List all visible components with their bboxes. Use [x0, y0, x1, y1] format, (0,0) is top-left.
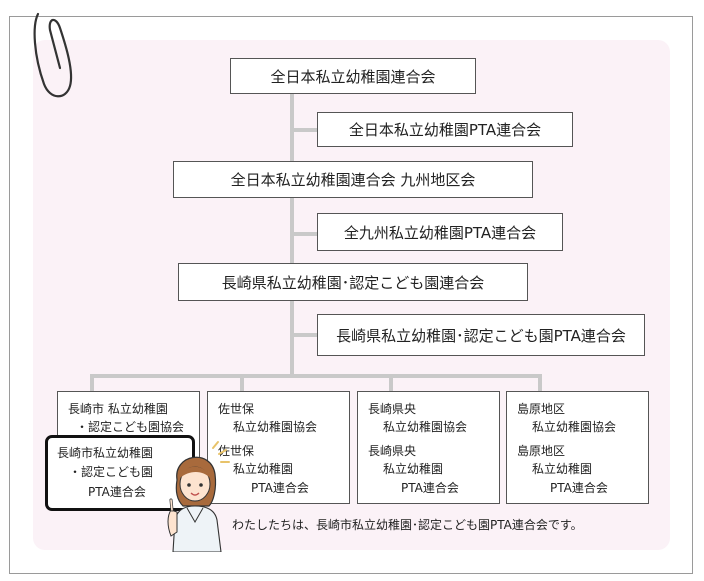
branch-line: 私立幼稚園協会 [383, 420, 468, 434]
branch-line: PTA連合会 [401, 481, 459, 495]
girl-mascot-illustration [167, 441, 230, 552]
branch-line: 私立幼稚園 [532, 462, 593, 476]
kyushu-federation-box: 全日本私立幼稚園連合会 九州地区会 [173, 161, 533, 198]
branch-shimabara: 島原地区 私立幼稚園協会 島原地区 私立幼稚園 PTA連合会 [506, 391, 649, 504]
branch-line: PTA連合会 [550, 481, 608, 495]
branch-line: 佐世保 [218, 402, 255, 416]
branch-line: 長崎市 私立幼稚園 [68, 402, 168, 416]
kyushu-pta-label: 全九州私立幼稚園PTA連合会 [343, 223, 537, 242]
kyushu-federation-label: 全日本私立幼稚園連合会 九州地区会 [230, 171, 476, 189]
pta-connector-2 [294, 232, 318, 236]
branch-line: 私立幼稚園 [383, 462, 444, 476]
spine-line [290, 93, 294, 378]
branch-bus-line [90, 374, 542, 378]
national-federation-label: 全日本私立幼稚園連合会 [270, 67, 436, 86]
branch-line: 佐世保 [218, 444, 255, 458]
national-federation-box: 全日本私立幼稚園連合会 [230, 58, 476, 94]
branch-line: 島原地区 [517, 402, 566, 416]
branch-drop-4 [538, 374, 542, 392]
branch-line: 島原地区 [517, 444, 566, 458]
branch-line: 長崎県央 [368, 444, 417, 458]
paperclip-icon [33, 12, 73, 98]
branch-sasebo: 佐世保 私立幼稚園協会 佐世保 私立幼稚園 PTA連合会 [207, 391, 350, 504]
branch-line: 私立幼稚園 [233, 462, 294, 476]
caption-text: わたしたちは、長崎市私立幼稚園･認定こども園PTA連合会です。 [232, 518, 583, 532]
nagasaki-federation-label: 長崎県私立幼稚園･認定こども園連合会 [221, 273, 485, 292]
nagasaki-federation-box: 長崎県私立幼稚園･認定こども園連合会 [178, 263, 528, 301]
branch-drop-2 [240, 374, 244, 392]
pta-connector-1 [294, 128, 318, 132]
nagasaki-pta-box: 長崎県私立幼稚園･認定こども園PTA連合会 [317, 314, 645, 356]
branch-drop-3 [389, 374, 393, 392]
highlight-line: ・認定こども園 [69, 465, 154, 479]
highlighted-pta-box: 長崎市私立幼稚園 ・認定こども園 PTA連合会 [45, 435, 195, 511]
highlight-line: PTA連合会 [88, 485, 146, 499]
highlight-line: 長崎市私立幼稚園 [57, 446, 154, 460]
branch-line: PTA連合会 [251, 481, 309, 495]
branch-drop-1 [90, 374, 94, 392]
national-pta-label: 全日本私立幼稚園PTA連合会 [348, 121, 542, 139]
national-pta-box: 全日本私立幼稚園PTA連合会 [317, 112, 573, 147]
branch-line: 私立幼稚園協会 [233, 420, 318, 434]
branch-line: 私立幼稚園協会 [532, 420, 617, 434]
nagasaki-pta-label: 長崎県私立幼稚園･認定こども園PTA連合会 [336, 326, 626, 345]
pta-connector-3 [294, 333, 318, 337]
branch-kenou: 長崎県央 私立幼稚園協会 長崎県央 私立幼稚園 PTA連合会 [357, 391, 500, 504]
branch-line: 長崎県央 [368, 402, 417, 416]
kyushu-pta-box: 全九州私立幼稚園PTA連合会 [317, 213, 563, 251]
branch-line: ・認定こども園協会 [76, 420, 185, 434]
